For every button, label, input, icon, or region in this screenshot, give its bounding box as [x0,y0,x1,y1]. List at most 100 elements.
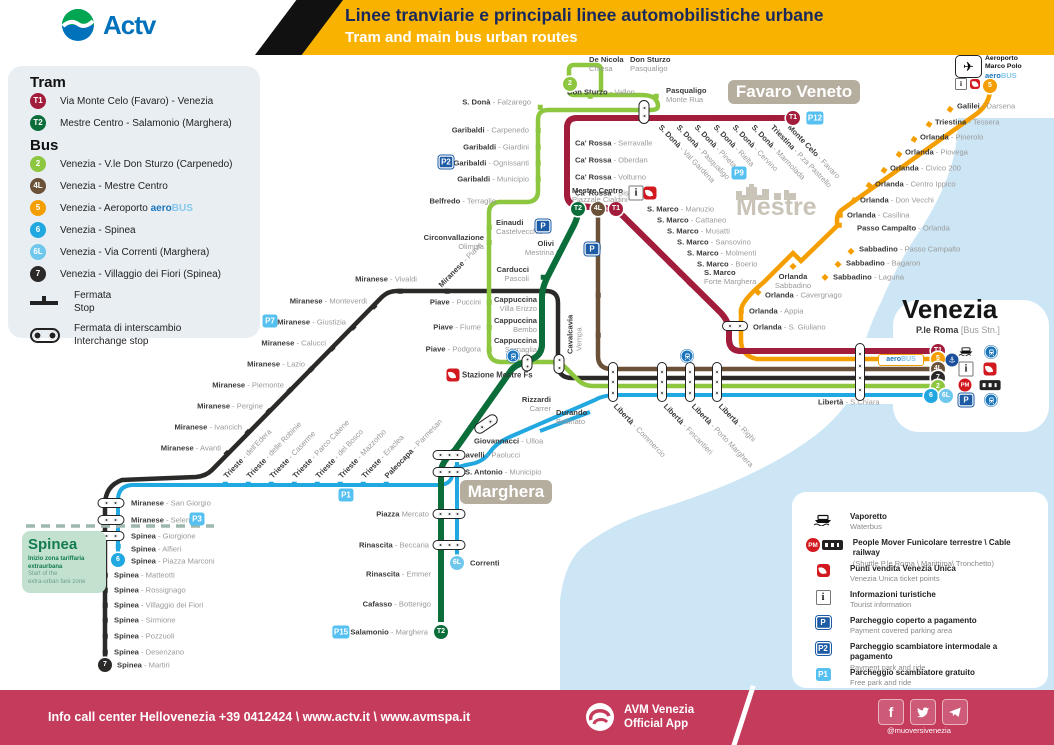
poster-subtitle: Tram and main bus urban routes [345,29,578,46]
parking-icon-p: P [958,393,974,407]
legend-badge-7: 7 [30,266,46,282]
line-badge-6l: 6L [939,389,953,403]
telegram-icon[interactable] [942,699,968,725]
stop-tick [535,127,541,133]
stop-label: Orlanda - Casilina [847,210,910,220]
stop-label: Ca' Rossa - Serravalle [575,138,653,148]
marker-train-icon [506,349,520,363]
aerobus-logo: aeroBUS [985,71,1017,81]
area-label-venezia: Venezia [902,294,998,324]
stop-label: Spinea - Matteotti [114,570,175,580]
stop-label: Rinascita - Beccaria [358,540,429,550]
stop-label: Piave - Puccini [429,297,481,307]
legend-route-name: Venezia - V.le Don Sturzo (Carpenedo) [60,158,233,170]
parking-icon-p1: P1 [338,488,354,502]
avm-logo-icon [586,703,614,731]
stop-tick [564,140,570,146]
interchange-stop [722,321,748,331]
p2-icon: P2 [806,642,840,655]
interchange-stop [432,540,466,550]
legend-tram-title: Tram [30,74,66,91]
marker-busc-icon [984,345,998,359]
avm-app-name: AVM Venezia [624,703,695,716]
stop-label: Miranese - Ivancich [174,422,242,432]
stop-label: Piave - Podgora [425,344,481,354]
stop-tick [337,481,343,487]
stop-tick [587,93,593,99]
marker-train-icon [680,349,694,363]
parking-icon-p: P [535,219,551,233]
header: Actv Linee tranviarie e principali linee… [0,0,1054,55]
stop-label: Triestina - Tessera [935,117,1000,127]
stop-label: Piave - Fiume [433,322,481,332]
legend-route-name: Venezia - Spinea [60,224,136,236]
stop-label: Orlanda - S. Giuliano [753,322,826,332]
stop-tick [444,288,450,294]
stop-tick [535,176,541,182]
stop-tick [486,299,492,305]
facebook-icon[interactable]: f [878,699,904,725]
area-label-favaro-veneto: Favaro Veneto [728,80,860,104]
interchange-stop [432,509,466,519]
stop-tick [438,601,444,607]
stop-label: Miranese - Calucci [261,338,326,348]
interchange-stop [97,515,125,525]
stop-label: Cafasso - Bottenigo [362,599,431,609]
stop-tick [245,481,251,487]
legend-route-name: Venezia - Villaggio dei Fiori (Spinea) [60,268,222,280]
stop-label: Sabbadino - Laguna [833,272,904,282]
stop-label: S. Marco - Cattaneo [657,215,727,225]
stop-tick [539,322,545,328]
parking-icon-p3: P3 [189,512,205,526]
legend-stop-en: Stop [74,302,95,314]
stop-label: Spinea - Giorgione [131,531,196,541]
parking-icon-p7: P7 [262,314,278,328]
stop-label: S. Marco - Musatti [667,226,730,236]
brand-name: Actv [103,9,156,40]
stop-label: Spinea - Martiri [117,660,170,670]
line-badge-7: 7 [98,658,112,672]
stop-label: Lavelli - Paolucci [461,450,521,460]
stop-label: Don Sturzo - Vallon [567,87,635,97]
avm-app-sub: Official App [624,718,689,730]
interchange-stop [432,467,466,477]
stop-label: Piazza Mercato [376,509,429,519]
stop-label: Spinea - Desenzano [114,647,185,657]
stop-label: Rinascita - Emmer [366,569,431,579]
stop-tick [540,274,546,280]
twitter-icon[interactable] [910,699,936,725]
marker-anchor-icon: ⚓ [945,353,959,367]
legend-interchange-row: Fermata di interscambio Interchange stop [30,323,260,348]
vu-icon [806,564,840,577]
stop-label: Spinea - Pozzuoli [114,631,175,641]
interchange-stop [855,343,865,401]
interchange-stop [553,354,565,374]
line-badge-2: 2 [563,77,577,91]
stop-label: Orlanda - Appia [749,306,804,316]
stop-label: S. Marco - Boerio [697,259,758,269]
marker-vu-icon [970,79,980,89]
stop-label: Miranese - Avanti [160,443,221,453]
legend-route-name: Via Monte Celo (Favaro) - Venezia [60,95,214,107]
interchange-stop [521,354,533,372]
stop-tick [653,93,659,99]
stop-tick [268,481,274,487]
actv-logo-icon [61,9,95,41]
social-handle: @muoversivenezia [887,726,951,735]
stop-tick [486,239,492,245]
stop-label: Spinea - Piazza Marconi [131,556,215,566]
stop-label: Vempa [574,327,584,351]
stop-label: Passo Campalto - Orlanda [857,223,950,233]
stop-tick [537,104,543,110]
